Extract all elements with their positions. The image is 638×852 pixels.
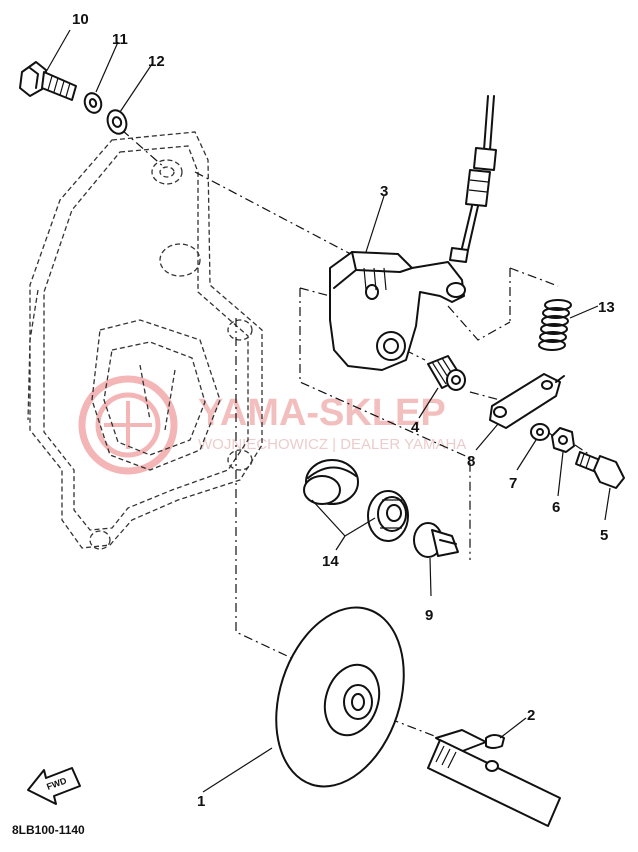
part-14-seal: [367, 490, 409, 542]
part-14-cap: [303, 459, 359, 505]
part-8-link-plate: [489, 373, 565, 429]
throttle-cable: [449, 95, 497, 263]
part-7-washer: [530, 423, 550, 441]
callout-14: 14: [322, 553, 339, 570]
callout-2: 2: [527, 707, 535, 724]
part-11-lock-washer: [83, 92, 103, 114]
callout-4: 4: [411, 419, 420, 436]
part-1-sheave: [275, 606, 405, 788]
watermark-title: YAMA-SKLEP: [198, 392, 446, 434]
callout-8: 8: [467, 453, 475, 470]
callout-11: 11: [112, 31, 128, 48]
part-4-pin: [427, 355, 466, 391]
part-13-spring: [538, 299, 572, 351]
callout-6: 6: [552, 499, 560, 516]
forward-arrow-icon: FWD: [27, 767, 81, 805]
callout-9: 9: [425, 607, 433, 624]
callout-7: 7: [509, 475, 517, 492]
part-6-nut: [551, 427, 575, 453]
callout-1: 1: [197, 793, 205, 810]
watermark-logo-icon: [78, 375, 178, 475]
callout-13: 13: [598, 299, 615, 316]
drive-shaft: [427, 729, 561, 827]
callout-3: 3: [380, 183, 388, 200]
watermark-subtitle: WOJNIECHOWICZ | DEALER YAMAHA: [198, 436, 466, 453]
part-12-washer: [106, 109, 128, 135]
callout-5: 5: [600, 527, 608, 544]
part-5-bolt: [575, 451, 625, 489]
crankcase-cover-outline: [27, 131, 263, 550]
callout-12: 12: [148, 53, 165, 70]
diagram-code: 8LB100-1140: [12, 823, 85, 837]
part-2-key: [485, 734, 505, 749]
part-10-bolt: [19, 61, 77, 101]
part-3-lever-bracket: [329, 251, 466, 371]
callout-labels: 10 11 12 3 13 4 8 7 6 5 14 9 2 1: [72, 11, 615, 810]
part-9-shaft: [413, 522, 459, 558]
callout-10: 10: [72, 11, 89, 28]
watermark: YAMA-SKLEP WOJNIECHOWICZ | DEALER YAMAHA: [78, 375, 466, 475]
leader-lines: [45, 29, 611, 793]
